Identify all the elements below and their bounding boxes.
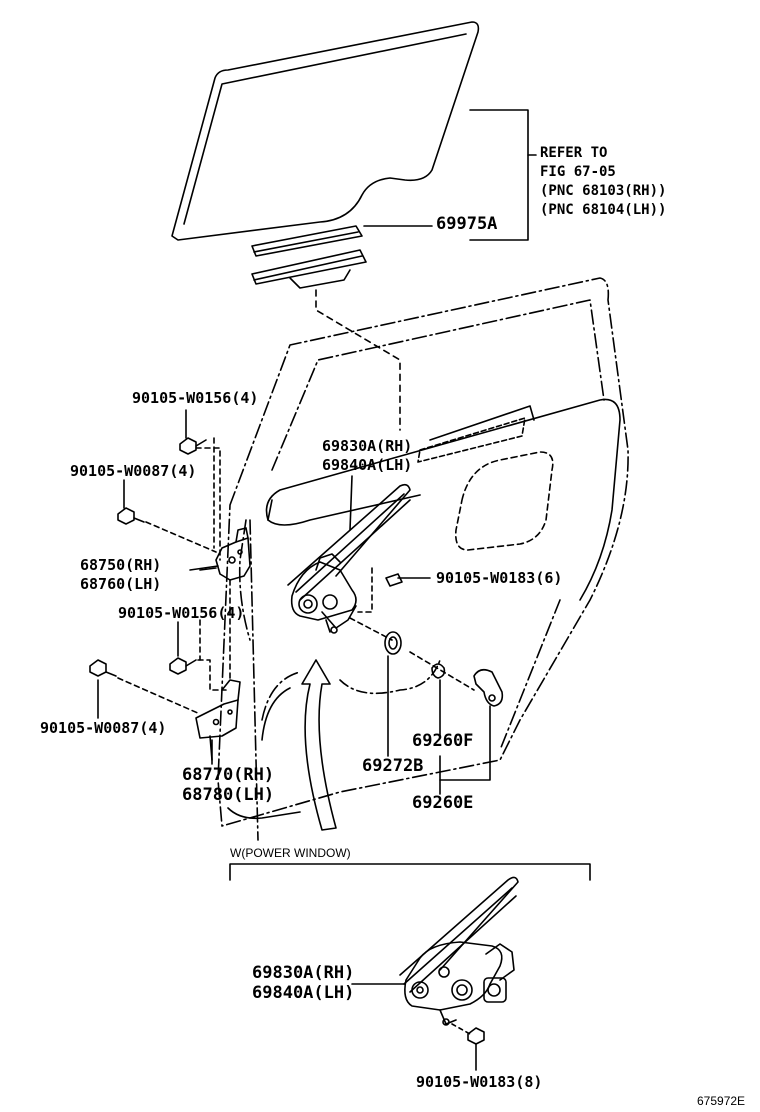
label-90105-w0183-6: 90105-W0183(6)	[436, 569, 563, 587]
dash-power-bolt	[451, 1023, 471, 1035]
label-68750-rh: 68750(RH)	[80, 556, 162, 574]
label-69830a-rh: 69830A(RH)	[322, 437, 413, 455]
label-69975a: 69975A	[436, 214, 498, 234]
glass-channel	[251, 225, 367, 289]
dash-glass-door	[315, 289, 401, 431]
label-90105-w0087-top: 90105-W0087(4)	[70, 462, 197, 480]
label-69830a-rh-pw: 69830A(RH)	[252, 963, 355, 983]
label-90105-w0156-mid: 90105-W0156(4)	[118, 604, 245, 622]
bolt-w0183-8	[467, 1027, 485, 1071]
dash-hinge-lower-2	[199, 609, 231, 681]
dash-reg-1	[349, 617, 393, 641]
label-68780-lh: 68780(LH)	[182, 785, 275, 805]
refer-note-line3: (PNC 68103(RH))	[540, 183, 667, 199]
door-panel	[217, 277, 629, 841]
label-90105-w0183-8: 90105-W0183(8)	[416, 1073, 543, 1091]
label-69840a-lh: 69840A(LH)	[322, 456, 413, 474]
bolt-w0156-top	[179, 437, 207, 455]
power-window-caption: W(POWER WINDOW)	[230, 846, 351, 860]
refer-note-line2: FIG 67-05	[540, 164, 616, 180]
label-69272b: 69272B	[362, 756, 424, 776]
window-regulator-power	[399, 876, 519, 1026]
label-69260e: 69260E	[412, 793, 474, 813]
dash-hinge-lower	[117, 659, 227, 715]
label-68770-rh: 68770(RH)	[182, 765, 275, 785]
door-glass	[171, 21, 480, 241]
bolt-w0183-6	[385, 573, 431, 587]
bolt-w0156-mid	[169, 657, 197, 675]
label-69260f: 69260F	[412, 731, 474, 751]
label-leaders	[97, 409, 491, 795]
power-window-bracket	[229, 863, 591, 881]
refer-note-line1: REFER TO	[540, 145, 608, 161]
refer-bracket	[469, 109, 537, 241]
bolt-w0087-bot	[89, 659, 117, 677]
dash-reg-2	[357, 567, 373, 613]
upper-hinge	[199, 527, 251, 581]
window-regulator-manual	[287, 483, 411, 634]
lower-hinge	[195, 679, 241, 761]
dash-hinge-upper-2	[195, 447, 231, 611]
direction-arrow	[301, 659, 337, 831]
regulator-handle-parts	[384, 631, 504, 707]
label-90105-w0087-bot: 90105-W0087(4)	[40, 719, 167, 737]
label-68760-lh: 68760(LH)	[80, 575, 162, 593]
label-69840a-lh-pw: 69840A(LH)	[252, 983, 355, 1003]
figure-number: 675972E	[697, 1094, 746, 1108]
dash-hinge-upper	[145, 437, 217, 553]
refer-note-line4: (PNC 68104(LH))	[540, 202, 667, 218]
bolt-w0087-top	[117, 507, 145, 525]
label-90105-w0156-top: 90105-W0156(4)	[132, 389, 259, 407]
